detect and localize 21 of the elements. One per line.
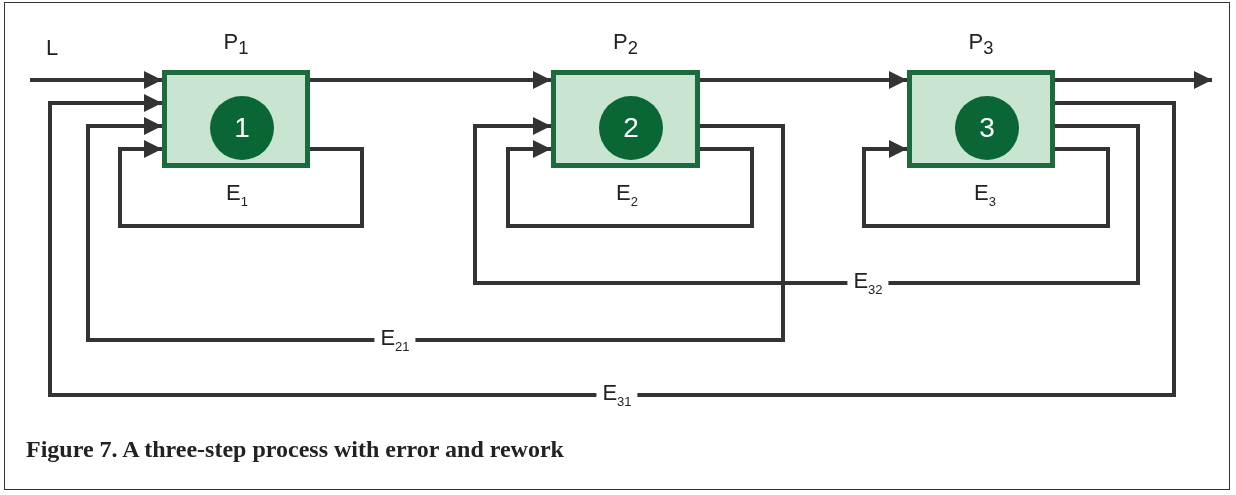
step-circle: 1: [210, 96, 274, 160]
arrow: [310, 71, 551, 89]
figure-caption: Figure 7. A three-step process with error and rework: [26, 436, 564, 463]
arrow: [86, 117, 785, 342]
step-circle: 3: [955, 96, 1019, 160]
process-title: P$_{2}$: [612, 29, 639, 60]
edge-label: E$_{2}$: [615, 181, 639, 209]
step-circle: 2: [599, 96, 663, 160]
arrow: [48, 94, 1176, 397]
arrow: [118, 140, 364, 228]
arrow: [700, 71, 907, 89]
edge-label: L: [44, 35, 60, 61]
arrow: [30, 71, 162, 89]
edge-label: E$_{3}$: [973, 181, 997, 209]
arrow: [1055, 71, 1212, 89]
arrow: [473, 117, 1140, 285]
arrow: [506, 140, 754, 228]
process-title: P$_{3}$: [967, 29, 995, 60]
arrow: [862, 140, 1110, 228]
process-title: P$_{1}$: [222, 29, 250, 60]
edge-label: E$_{1}$: [225, 181, 249, 209]
